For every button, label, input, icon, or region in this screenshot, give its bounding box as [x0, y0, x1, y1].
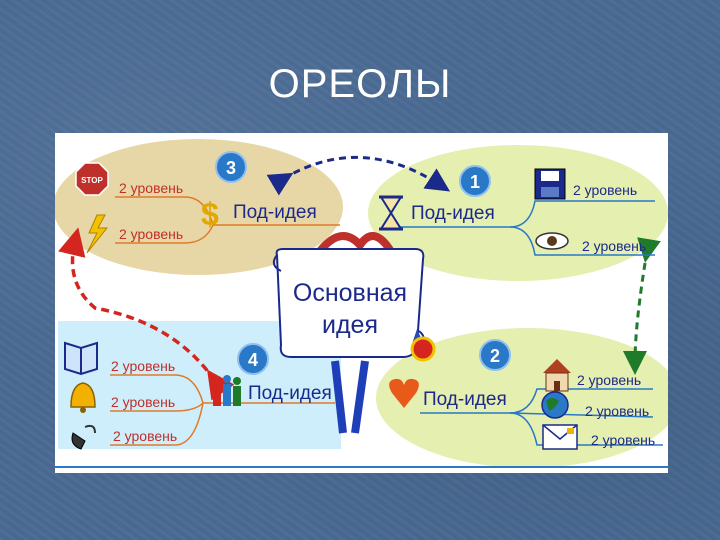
house-icon	[543, 359, 571, 392]
book-icon	[64, 341, 98, 376]
badge-4: 4	[237, 343, 269, 375]
branches-subidea-1	[395, 200, 655, 256]
level2-1a: 2 уровень	[573, 182, 637, 198]
bell-icon	[70, 382, 96, 413]
svg-text:4: 4	[248, 350, 258, 370]
mind-map-panel: Основная идея 3 1 4 2 Под-идея Под-идея …	[55, 133, 668, 473]
people-icon	[213, 375, 241, 406]
main-idea-line2: идея	[322, 311, 378, 339]
floppy-disk-icon	[534, 168, 566, 200]
heart-icon	[389, 378, 419, 408]
globe-icon	[541, 391, 569, 419]
main-idea-line1: Основная	[293, 279, 407, 307]
svg-text:STOP: STOP	[81, 176, 103, 185]
envelope-icon	[542, 424, 578, 450]
slide-title: ОРЕОЛЫ	[268, 62, 452, 106]
eye-icon	[535, 232, 569, 250]
level2-2a: 2 уровень	[577, 372, 641, 388]
badge-2: 2	[479, 339, 511, 371]
main-idea-scroll: Основная идея	[272, 248, 425, 358]
hourglass-icon	[379, 195, 403, 231]
level2-3b: 2 уровень	[119, 226, 183, 242]
subidea-1-label: Под-идея	[411, 203, 495, 224]
level2-4a: 2 уровень	[111, 358, 175, 374]
subidea-3-label: Под-идея	[233, 202, 317, 223]
branches-subidea-4	[110, 374, 335, 446]
svg-text:1: 1	[470, 172, 480, 192]
stop-sign-icon: STOP	[75, 162, 109, 196]
halo-subidea-2	[376, 328, 668, 468]
lightning-icon	[86, 214, 109, 254]
link-1-to-2	[623, 237, 661, 375]
medal-icon	[410, 329, 436, 362]
branches-subidea-2	[420, 388, 663, 446]
telephone-icon	[71, 424, 96, 450]
dollar-icon: $	[201, 196, 219, 232]
link-3-to-1	[266, 156, 451, 196]
level2-3a: 2 уровень	[119, 180, 183, 196]
level2-2b: 2 уровень	[585, 403, 649, 419]
level2-1b: 2 уровень	[582, 238, 646, 254]
figure-arms	[313, 232, 397, 434]
level2-4c: 2 уровень	[113, 428, 177, 444]
level2-4b: 2 уровень	[111, 394, 175, 410]
svg-text:$: $	[201, 196, 219, 232]
link-4-to-3	[58, 227, 235, 401]
level2-2c: 2 уровень	[591, 432, 655, 448]
subidea-2-label: Под-идея	[423, 389, 507, 410]
badge-3: 3	[215, 151, 247, 183]
svg-text:2: 2	[490, 346, 500, 366]
branches-subidea-3	[115, 196, 340, 244]
svg-text:3: 3	[226, 158, 236, 178]
badge-1: 1	[459, 165, 491, 197]
subidea-4-label: Под-идея	[248, 383, 332, 404]
mind-map-diagram: Основная идея 3 1 4 2 Под-идея Под-идея …	[55, 139, 668, 468]
